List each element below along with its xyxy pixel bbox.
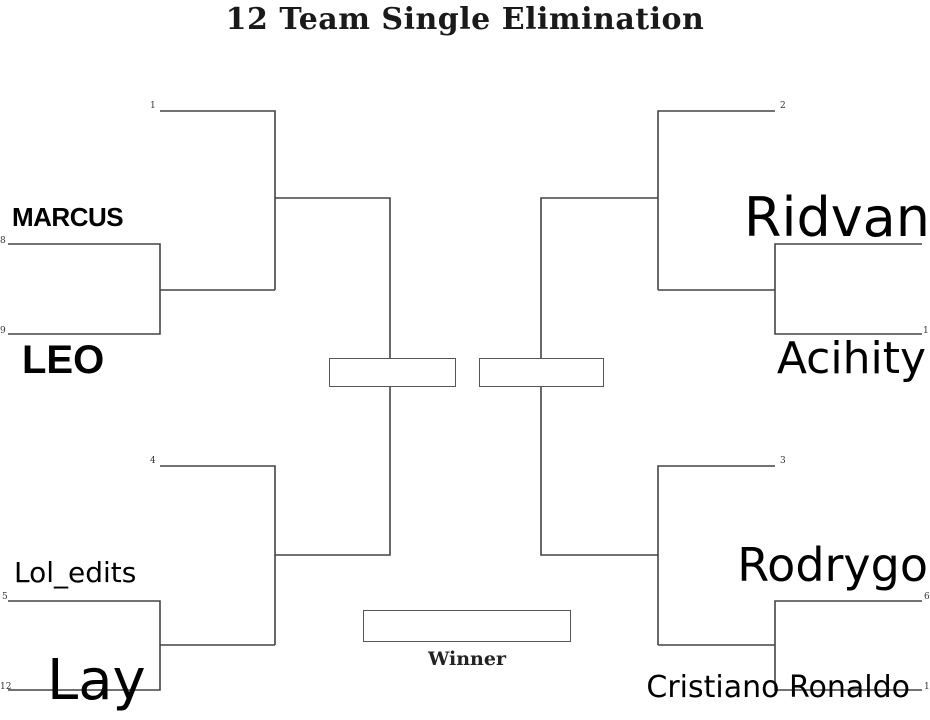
seed-label: 9	[0, 326, 6, 336]
line-seed1	[160, 110, 276, 290]
seed-label: 4	[150, 456, 156, 466]
seed-label: 2	[780, 101, 786, 111]
seed-label: 5	[2, 592, 8, 602]
seed-label: 3	[780, 456, 786, 466]
line-seed4	[160, 465, 276, 645]
participant-marcus: MARCUS	[12, 202, 124, 232]
participant-lay: Lay	[47, 648, 146, 713]
seed-label: 12	[0, 682, 12, 692]
line-left-top-semi	[275, 197, 391, 358]
line-right-top-semi	[540, 197, 658, 358]
bracket-title: 12 Team Single Elimination	[225, 2, 705, 37]
line-left-bottom-semi	[275, 386, 391, 556]
participant-rodrygo: Rodrygo	[737, 538, 928, 592]
line-seed3	[657, 465, 775, 645]
line-right-bottom-semi	[540, 386, 658, 556]
participant-lol-edits: Lol_edits	[14, 556, 137, 589]
seed-label: 1	[150, 101, 156, 111]
seed-label: 6	[924, 592, 930, 602]
semifinal-right-box	[479, 358, 604, 387]
seed-label: 1	[923, 326, 929, 336]
participant-leo: LEO	[22, 338, 105, 382]
participant-acihity: Acihity	[776, 333, 926, 384]
seed-label: 8	[0, 236, 6, 246]
winner-label: Winner	[428, 648, 506, 670]
line-seed8	[8, 243, 161, 335]
semifinal-left-box	[329, 358, 456, 387]
winner-box	[363, 610, 571, 642]
seed-label: 1	[924, 682, 930, 692]
line-seed-r8	[774, 243, 922, 335]
line-seed2	[657, 110, 775, 290]
participant-cristiano-ronaldo: Cristiano Ronaldo	[646, 670, 910, 705]
participant-ridvan: Ridvan	[743, 186, 930, 249]
